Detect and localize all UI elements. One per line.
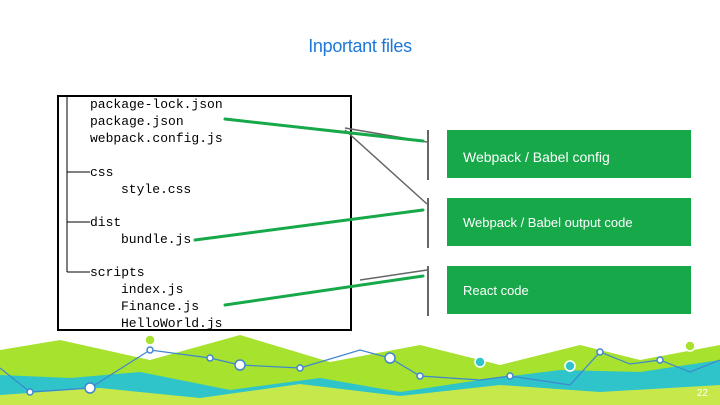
wave-node [296, 364, 304, 372]
tree-file-style: style.css [121, 182, 192, 197]
tree-file-index: index.js [121, 282, 184, 297]
react-box-label: React code [463, 282, 529, 298]
react-bracket [427, 266, 429, 316]
map-pin-icon [144, 334, 696, 372]
output-box: Webpack / Babel output code [447, 198, 691, 246]
tree-file-finance: Finance.js [121, 299, 200, 314]
react-pointer [223, 274, 425, 307]
wave-node [656, 356, 664, 364]
output-bracket [427, 198, 429, 248]
config-box-label: Webpack / Babel config [463, 149, 610, 165]
wave-node [234, 359, 246, 371]
wave-node [84, 382, 96, 394]
wave-node [596, 348, 604, 356]
output-pointer-thin [344, 129, 428, 205]
tree-folder-css: css [90, 165, 114, 180]
tree-folder-scripts: scripts [90, 265, 145, 280]
slide-title: Inportant files [308, 36, 412, 56]
config-bracket [427, 130, 429, 180]
wave-node [206, 354, 214, 362]
react-pointer-thin [359, 269, 428, 281]
page-number: 22 [696, 388, 708, 399]
tree-file-package: package.json [90, 114, 184, 129]
wave-node [506, 372, 514, 380]
tree-folder-dist: dist [90, 215, 122, 230]
output-box-label: Webpack / Babel output code [463, 214, 633, 230]
config-box: Webpack / Babel config [447, 130, 691, 178]
wave-yellow [0, 384, 720, 405]
tree-file-package-lock: package-lock.json [90, 97, 223, 112]
tree-file-bundle: bundle.js [121, 232, 192, 247]
config-pointer [223, 117, 425, 143]
react-box: React code [447, 266, 691, 314]
wave-node [416, 372, 424, 380]
tree-file-helloworld: HelloWorld.js [121, 316, 223, 331]
file-tree-panel [57, 95, 352, 331]
output-pointer [193, 208, 425, 242]
wave-node [146, 346, 154, 354]
wave-node [384, 352, 396, 364]
wave-node [26, 388, 34, 396]
tree-file-webpack-config: webpack.config.js [90, 131, 223, 146]
wave-line [0, 349, 720, 393]
